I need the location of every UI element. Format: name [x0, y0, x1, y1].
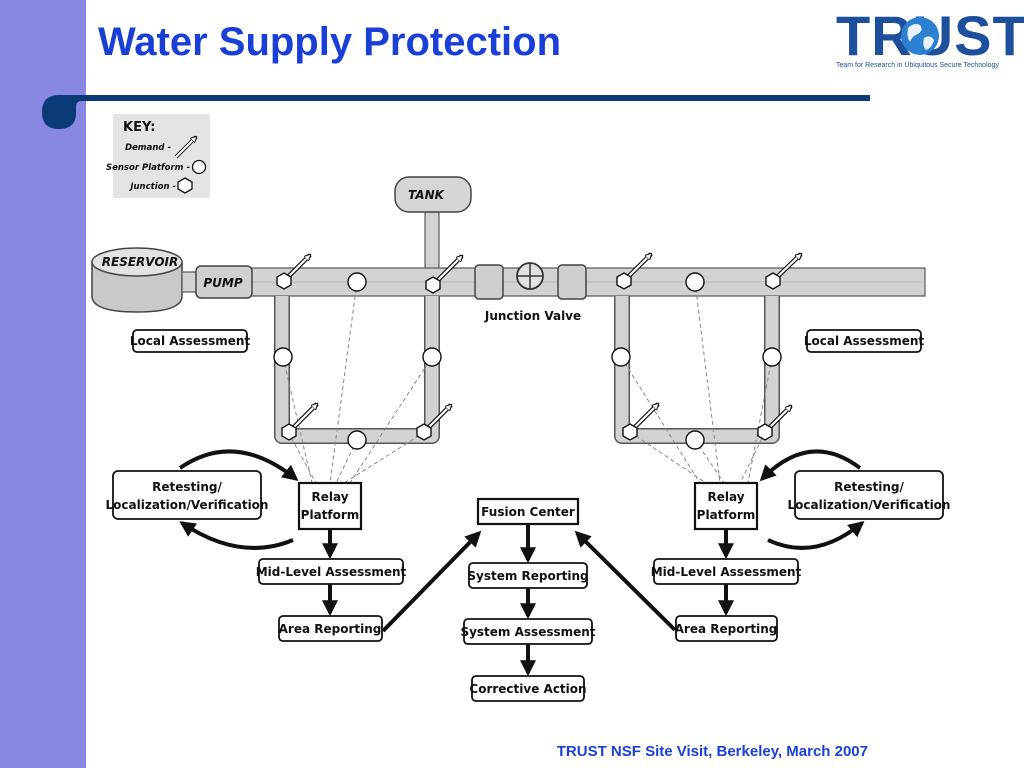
- slide-footer: TRUST NSF Site Visit, Berkeley, March 20…: [556, 743, 868, 760]
- key-sensor-label: Sensor Platform -: [106, 163, 190, 173]
- key-background: [113, 114, 210, 198]
- reservoir-label: RESERVOIR: [102, 255, 179, 269]
- key-legend: KEY: Demand - Sensor Platform - Junction…: [106, 114, 210, 198]
- sensor-platform-icon: [422, 347, 442, 367]
- left-retest-box: Retesting/ Localization/Verification: [106, 470, 269, 520]
- junction-icon: [276, 272, 292, 290]
- junction-icon: [757, 423, 773, 441]
- sensor-platform-icon: [347, 272, 367, 292]
- flow-arrows: [322, 524, 734, 677]
- junction-icon: [281, 423, 297, 441]
- left-relay-platform: Relay Platform: [297, 481, 363, 531]
- right-relay-platform: Relay Platform: [693, 481, 759, 531]
- reservoir: RESERVOIR: [91, 247, 183, 313]
- sensor-platforms: [273, 272, 782, 450]
- junction-valve-label: Junction Valve: [484, 309, 581, 323]
- left-retest-line-2: Localization/Verification: [106, 498, 269, 512]
- left-area-label: Area Reporting: [279, 622, 382, 636]
- key-demand-label: Demand -: [125, 143, 172, 153]
- junction-icon: [765, 272, 781, 290]
- key-heading: KEY:: [123, 120, 155, 135]
- feedback-arrows: [178, 449, 865, 550]
- local-assessment-left-label: Local Assessment: [130, 334, 251, 348]
- globe-icon: [901, 17, 939, 55]
- title-rule: [42, 95, 870, 129]
- right-retest-line-2: Localization/Verification: [788, 498, 951, 512]
- sensor-platform-icon: [611, 347, 631, 367]
- junction-icon: [425, 276, 441, 294]
- pump: PUMP: [181, 265, 253, 299]
- junction-valve: Junction Valve: [474, 262, 587, 323]
- tank-label: TANK: [408, 188, 446, 202]
- key-junction-label: Junction -: [128, 182, 176, 192]
- local-assessment-right: Local Assessment: [804, 329, 925, 353]
- local-assessment-left: Local Assessment: [130, 329, 251, 353]
- trust-logo: TRUST Team for Research in Ubiquitous Se…: [832, 6, 1024, 70]
- left-retest-line-1: Retesting/: [152, 480, 222, 494]
- sensor-platform-icon: [347, 430, 367, 450]
- left-relay-line-1: Relay: [311, 490, 348, 504]
- demand-icon: [174, 137, 196, 159]
- side-bar: [0, 0, 86, 768]
- fusion-center: Fusion Center: [476, 497, 580, 526]
- junction-icon: [622, 423, 638, 441]
- tank-riser: [424, 211, 440, 271]
- sensor-platform-icon: [685, 430, 705, 450]
- sensor-platform-icon: [273, 347, 293, 367]
- left-mid-level-assessment: Mid-Level Assessment: [256, 558, 407, 585]
- junction-icon: [416, 423, 432, 441]
- system-reporting: System Reporting: [467, 562, 589, 589]
- right-mid-level-assessment: Mid-Level Assessment: [651, 558, 802, 585]
- right-relay-line-2: Platform: [697, 508, 756, 522]
- logo-tagline: Team for Research in Ubiquitous Secure T…: [836, 62, 999, 69]
- fusion-center-label: Fusion Center: [481, 505, 575, 519]
- local-assessment-right-label: Local Assessment: [804, 334, 925, 348]
- left-mid-label: Mid-Level Assessment: [256, 565, 407, 579]
- system-reporting-label: System Reporting: [467, 569, 588, 583]
- left-relay-line-2: Platform: [301, 508, 360, 522]
- corrective-action-label: Corrective Action: [469, 682, 586, 696]
- right-retest-box: Retesting/ Localization/Verification: [788, 470, 951, 520]
- junctions: [276, 272, 781, 441]
- corrective-action: Corrective Action: [469, 675, 587, 702]
- junction-icon: [616, 272, 632, 290]
- sensor-platform-icon: [685, 272, 705, 292]
- system-assessment-label: System Assessment: [460, 625, 595, 639]
- tank: TANK: [394, 176, 472, 271]
- left-area-reporting: Area Reporting: [278, 615, 383, 642]
- tank-body: [394, 176, 472, 213]
- pump-label: PUMP: [203, 276, 242, 290]
- right-relay-line-1: Relay: [707, 490, 744, 504]
- right-mid-label: Mid-Level Assessment: [651, 565, 802, 579]
- right-retest-line-1: Retesting/: [834, 480, 904, 494]
- right-area-reporting: Area Reporting: [675, 615, 778, 642]
- junction-icon: [177, 177, 193, 194]
- sensor-platform-icon: [191, 159, 207, 175]
- right-area-label: Area Reporting: [675, 622, 778, 636]
- system-assessment: System Assessment: [460, 618, 596, 645]
- sensor-platform-icon: [762, 347, 782, 367]
- slide-title: Water Supply Protection: [98, 20, 562, 64]
